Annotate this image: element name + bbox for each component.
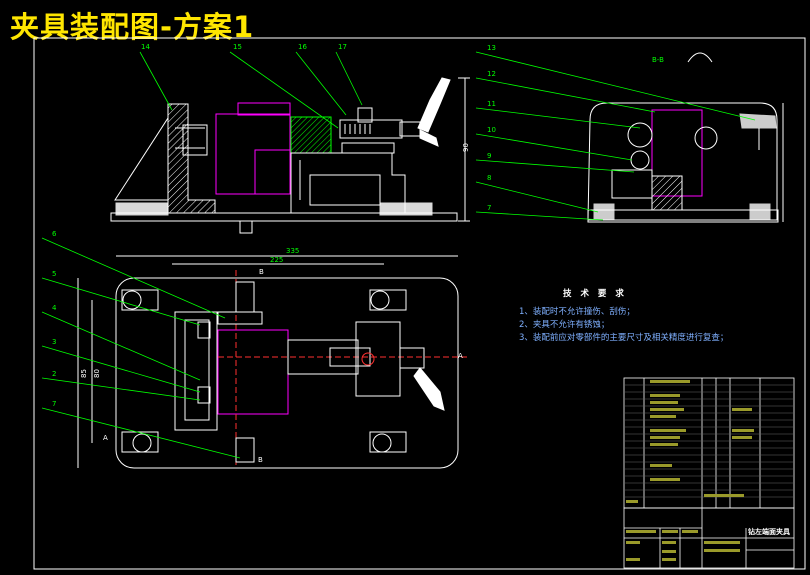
- technical-requirements-heading: 技 术 要 求: [563, 289, 627, 299]
- part-number-2: 2: [52, 370, 56, 378]
- dim-pitch-left: 80: [93, 369, 101, 378]
- clamp-block: [290, 116, 332, 154]
- requirement-item-1: 1、装配时不允许撞伤、刮伤；: [519, 307, 635, 317]
- part-number-17: 17: [338, 43, 347, 51]
- requirement-item-3: 3、装配前应对零部件的主要尺寸及相关精度进行复查；: [519, 333, 729, 343]
- part-number-16: 16: [298, 43, 307, 51]
- plan-workpiece: [217, 329, 289, 415]
- part-number-13: 13: [487, 44, 496, 52]
- side-body: [587, 102, 778, 221]
- title-block-part-name: 钻左端面夹具: [748, 527, 790, 536]
- section-mark-b-bottom: B: [258, 456, 263, 464]
- part-number-8: 8: [487, 174, 491, 182]
- part-number-11: 11: [487, 100, 496, 108]
- part-number-5: 5: [52, 270, 56, 278]
- clamp-screw: [339, 119, 403, 139]
- workpiece: [215, 113, 291, 195]
- section-mark-a-left: A: [103, 434, 108, 442]
- plan-view: [77, 255, 470, 469]
- requirement-item-2: 2、夹具不允许有锈蚀；: [519, 320, 610, 330]
- technical-requirements: 技 术 要 求 1、装配时不允许撞伤、刮伤； 2、夹具不允许有锈蚀； 3、装配前…: [519, 288, 728, 345]
- part-number-4: 4: [52, 304, 57, 312]
- dim-overall-width: 335: [286, 247, 299, 255]
- title-block: [623, 377, 795, 569]
- front-base: [110, 212, 458, 222]
- dim-height-right: 90: [462, 143, 470, 152]
- part-number-6: 6: [52, 230, 57, 238]
- parts-list-table: [623, 377, 795, 509]
- handle: [417, 77, 451, 133]
- plan-base: [115, 277, 459, 469]
- part-number-3: 3: [52, 338, 56, 346]
- leader-lines: [41, 51, 756, 459]
- view-label-bb: B-B: [652, 56, 664, 64]
- part-number-9: 9: [487, 152, 491, 160]
- part-number-10: 10: [487, 126, 496, 134]
- dim-bolt-pitch: 225: [270, 256, 283, 264]
- side-view: [587, 52, 784, 223]
- part-number-7b: 7: [52, 400, 56, 408]
- plan-left-body: [174, 311, 218, 431]
- drawing-border: [33, 37, 806, 570]
- section-mark-b-top: B: [259, 268, 264, 276]
- section-mark-a-right: A: [458, 352, 463, 360]
- part-number-labels: 14 15 16 17 13 12 11 10 9 8 7 6 5 4 3 2 …: [52, 43, 496, 408]
- dim-height-left: 85: [80, 369, 88, 378]
- part-number-14: 14: [141, 43, 150, 51]
- part-number-15: 15: [233, 43, 242, 51]
- plan-screw-nut: [355, 321, 401, 397]
- front-view: [110, 77, 470, 234]
- left-rib: [114, 116, 169, 201]
- part-number-7a: 7: [487, 204, 491, 212]
- part-number-12: 12: [487, 70, 496, 78]
